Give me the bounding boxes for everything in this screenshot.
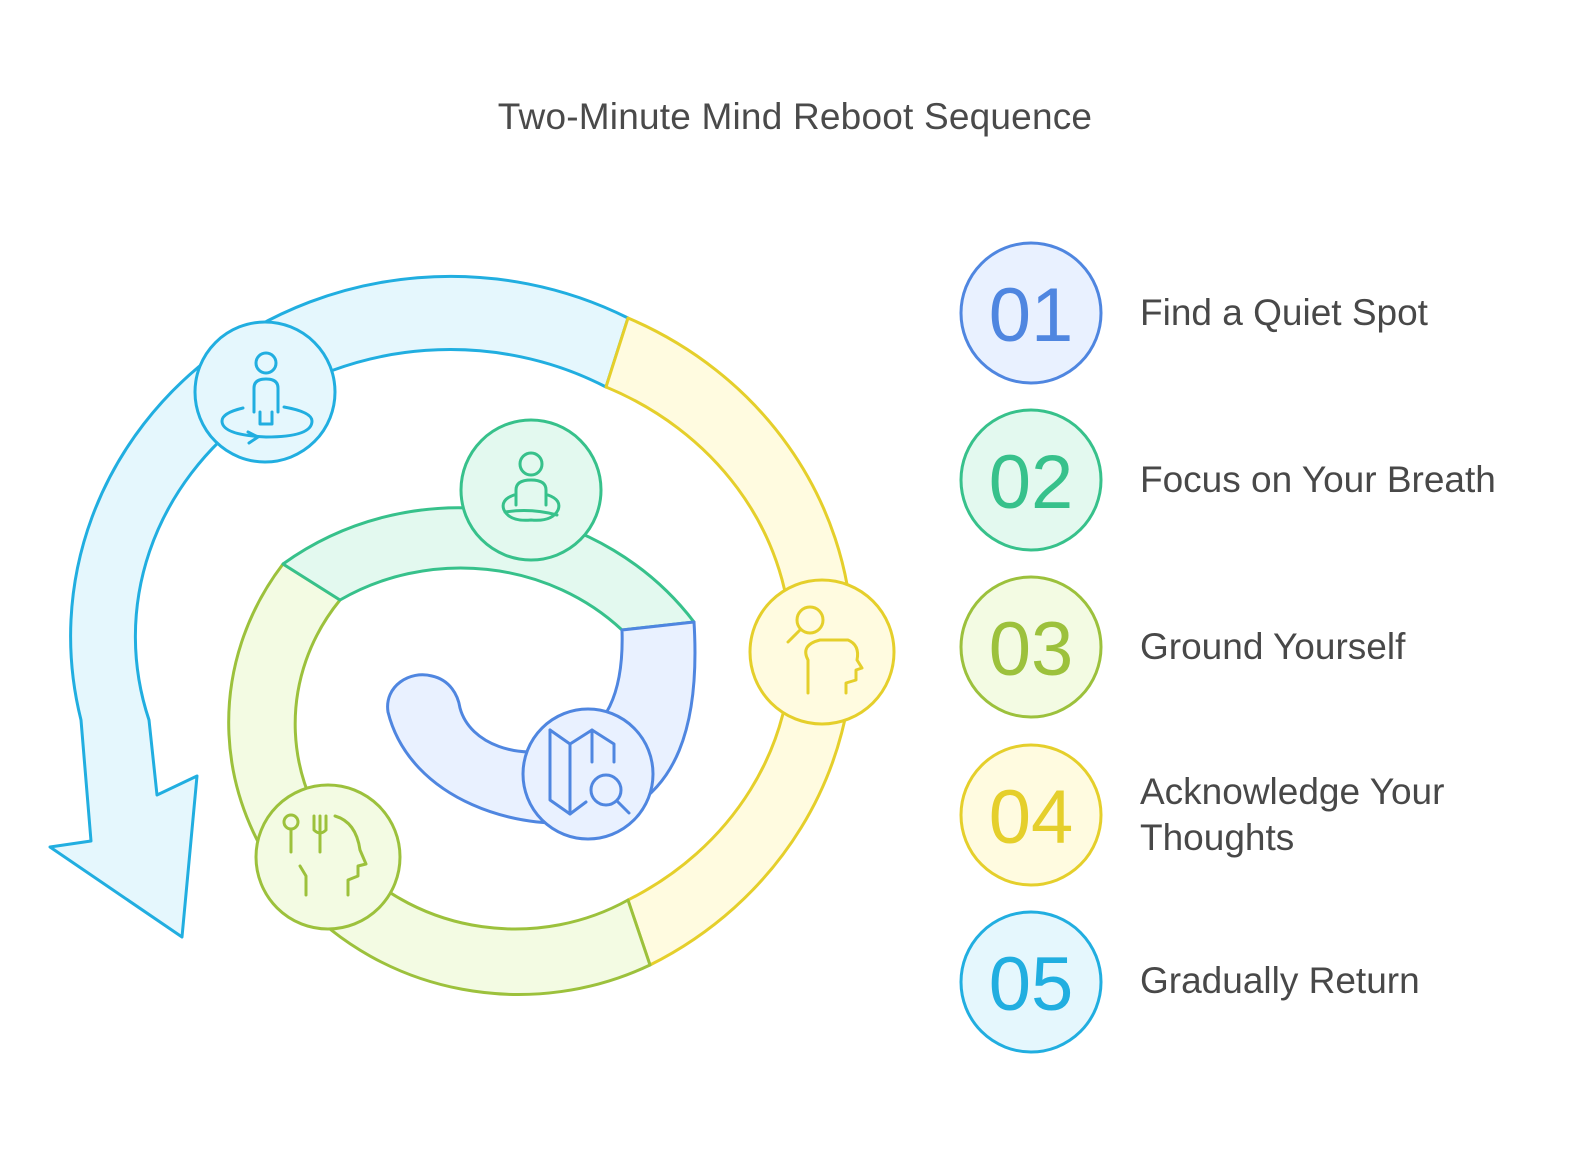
step-label-04: Acknowledge Your Thoughts — [1140, 771, 1445, 858]
step-label-05: Gradually Return — [1140, 960, 1420, 1001]
step-label-02: Focus on Your Breath — [1140, 459, 1496, 500]
green-icon-badge — [459, 418, 603, 562]
head-senses-icon — [282, 813, 368, 897]
meditation-icon — [501, 451, 561, 522]
step-number: 04 — [989, 775, 1074, 860]
step-label-03: Ground Yourself — [1140, 626, 1406, 667]
step-badge-03: 03 — [959, 575, 1103, 719]
step-badge-02: 02 — [959, 408, 1103, 552]
step-badge-05: 05 — [959, 910, 1103, 1054]
blue-icon-badge — [521, 707, 655, 841]
yellow-icon-badge — [748, 578, 896, 726]
lime-icon-badge — [254, 783, 402, 931]
step-badge-01: 01 — [959, 241, 1103, 385]
step-number: 05 — [989, 942, 1074, 1027]
cyan-icon-badge — [193, 320, 337, 464]
page-title: Two-Minute Mind Reboot Sequence — [497, 96, 1093, 137]
person-rotate-icon — [220, 351, 314, 445]
yellow-arc-segment — [604, 316, 855, 967]
step-number: 02 — [989, 440, 1074, 525]
green-arc-segment — [281, 506, 696, 632]
head-thought-icon — [786, 605, 864, 695]
step-number: 03 — [989, 607, 1074, 692]
step-number: 01 — [989, 273, 1074, 358]
step-badge-04: 04 — [959, 743, 1103, 887]
map-search-icon — [548, 728, 631, 816]
step-label-01: Find a Quiet Spot — [1140, 292, 1428, 333]
cyan-arrow-segment — [48, 274, 630, 939]
